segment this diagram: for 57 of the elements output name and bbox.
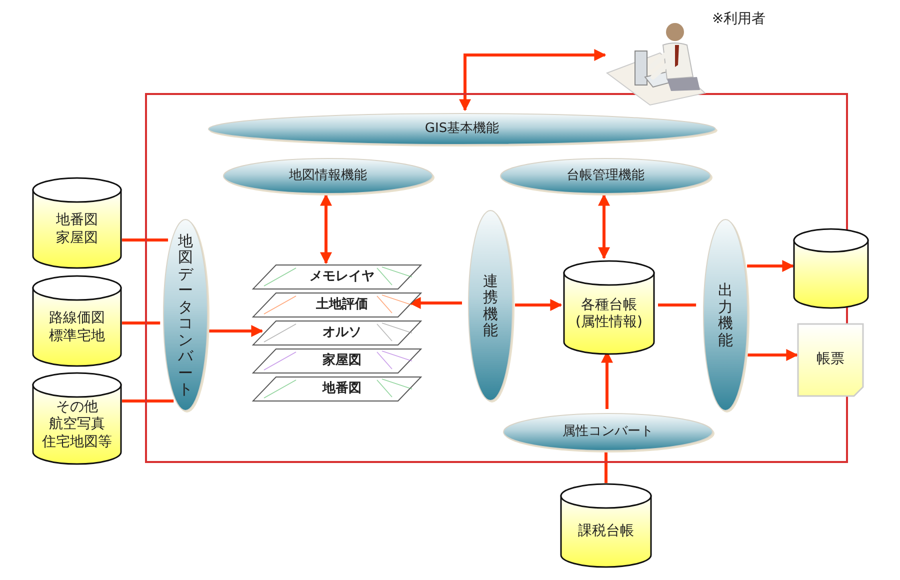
database-cylinder	[32, 177, 122, 268]
arrow	[748, 349, 798, 361]
database-cylinder	[560, 483, 652, 567]
document-name: 帳票	[816, 351, 844, 369]
connector-line	[122, 400, 174, 402]
function-ellipse	[467, 209, 514, 402]
map-layer	[252, 320, 422, 346]
data-name-text: 路線価図	[49, 310, 105, 328]
data-name-text: 各種台帳	[581, 296, 637, 314]
function-name: GIS基本機能	[424, 120, 500, 138]
arrow	[208, 325, 264, 337]
data-name-text: 航空写真	[49, 416, 105, 434]
function-ellipse	[162, 218, 209, 412]
layer-name: 土地評価	[316, 296, 368, 314]
data-name-text: 課税台帳	[578, 523, 634, 541]
map-layer	[252, 292, 422, 318]
system-boundary	[145, 93, 848, 463]
database-cylinder	[32, 275, 122, 366]
database-cylinder	[32, 372, 122, 464]
database-cylinder	[563, 260, 655, 354]
function-name: 連携機能	[483, 272, 498, 338]
arrow	[320, 194, 332, 264]
node-caption: ※利用者	[712, 10, 766, 28]
layer-name: 家屋図	[322, 352, 362, 370]
connector-line	[658, 304, 696, 306]
function-name: 地図情報機能	[289, 168, 367, 184]
connector-line	[604, 450, 608, 483]
data-name-text: (属性情報)	[576, 314, 642, 332]
function-name: 属性コンバート	[562, 424, 654, 440]
arrow	[515, 299, 562, 311]
arrow	[459, 49, 606, 112]
function-name: 地図データコンバート	[178, 232, 193, 398]
data-name-text: 住宅地図等	[42, 434, 112, 452]
function-ellipse	[499, 157, 712, 195]
map-layer	[252, 348, 422, 374]
data-name-text: その他	[56, 398, 98, 416]
data-name-text: 標準宅地	[49, 328, 105, 345]
data-name-text: 地番図	[56, 212, 98, 230]
data-name-text: 家屋図	[56, 230, 98, 247]
function-name: 台帳管理機能	[566, 168, 644, 184]
arrow	[747, 260, 794, 272]
layer-name: オルソ	[322, 324, 362, 342]
database-cylinder	[793, 228, 869, 308]
function-ellipse	[702, 218, 749, 412]
layer-name: メモレイヤ	[310, 268, 374, 286]
function-ellipse	[502, 412, 714, 452]
function-ellipse	[207, 112, 717, 146]
map-layer	[252, 376, 422, 402]
document-shape	[797, 323, 864, 397]
arrow	[598, 194, 610, 260]
function-ellipse	[222, 157, 434, 195]
function-name: 出力機能	[718, 282, 733, 348]
connector-line	[122, 238, 168, 242]
arrow	[408, 297, 462, 309]
layer-name: 地番図	[322, 380, 362, 398]
map-layer	[252, 264, 422, 290]
connector-line	[122, 322, 160, 324]
